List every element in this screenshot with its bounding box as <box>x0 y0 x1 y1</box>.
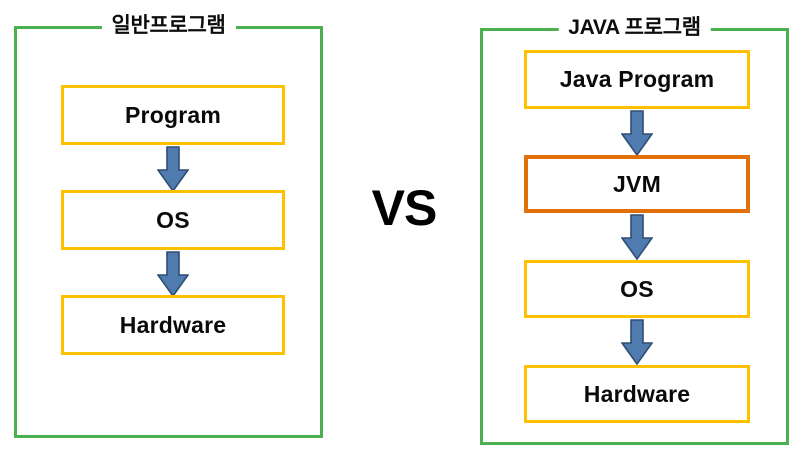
panel-title-general-program: 일반프로그램 <box>101 12 236 40</box>
node-java-program[interactable]: Java Program <box>524 50 750 109</box>
node-os-right[interactable]: OS <box>524 260 750 318</box>
node-hardware-right-label: Hardware <box>583 380 691 407</box>
node-program[interactable]: Program <box>61 85 285 145</box>
node-jvm-label: JVM <box>613 170 661 197</box>
node-hardware-left[interactable]: Hardware <box>61 295 285 355</box>
node-os-left-label: OS <box>156 206 190 233</box>
node-jvm[interactable]: JVM <box>524 155 750 213</box>
node-java-program-label: Java Program <box>559 66 715 92</box>
arrow-down-icon-program-to-os <box>157 146 189 192</box>
arrow-down-icon-jvm-to-os <box>621 214 653 260</box>
panel-general-program: 일반프로그램 <box>14 12 323 438</box>
node-hardware-left-label: Hardware <box>119 311 227 338</box>
node-program-label: Program <box>125 101 221 128</box>
node-os-right-label: OS <box>620 275 654 302</box>
arrow-down-icon-os-to-hardware-right <box>621 319 653 365</box>
node-os-left[interactable]: OS <box>61 190 285 250</box>
arrow-down-icon-javaprogram-to-jvm <box>621 110 653 156</box>
arrow-down-icon-os-to-hardware-left <box>157 251 189 297</box>
panel-title-java-program: JAVA 프로그램 <box>558 14 711 42</box>
node-hardware-right[interactable]: Hardware <box>524 365 750 423</box>
versus-label: VS <box>371 180 438 236</box>
panel-java-program: JAVA 프로그램 <box>480 14 789 445</box>
